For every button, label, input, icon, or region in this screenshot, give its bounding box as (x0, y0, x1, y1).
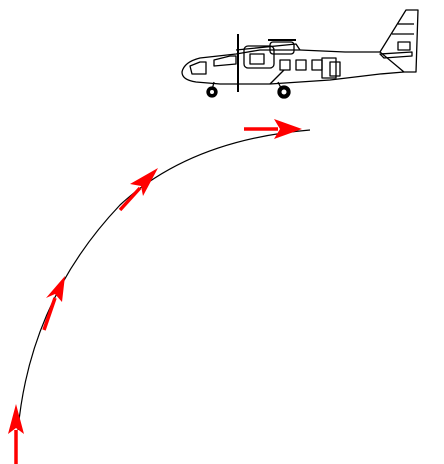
direction-arrow-3 (118, 168, 158, 212)
direction-arrow-2 (42, 276, 65, 331)
direction-arrow-4 (244, 119, 302, 139)
direction-arrows (8, 119, 302, 464)
direction-arrow-1 (8, 404, 24, 464)
twin-otter-aircraft-icon (181, 9, 419, 99)
flight-path-curve (17, 129, 311, 431)
aircraft-fuselage (181, 49, 405, 85)
